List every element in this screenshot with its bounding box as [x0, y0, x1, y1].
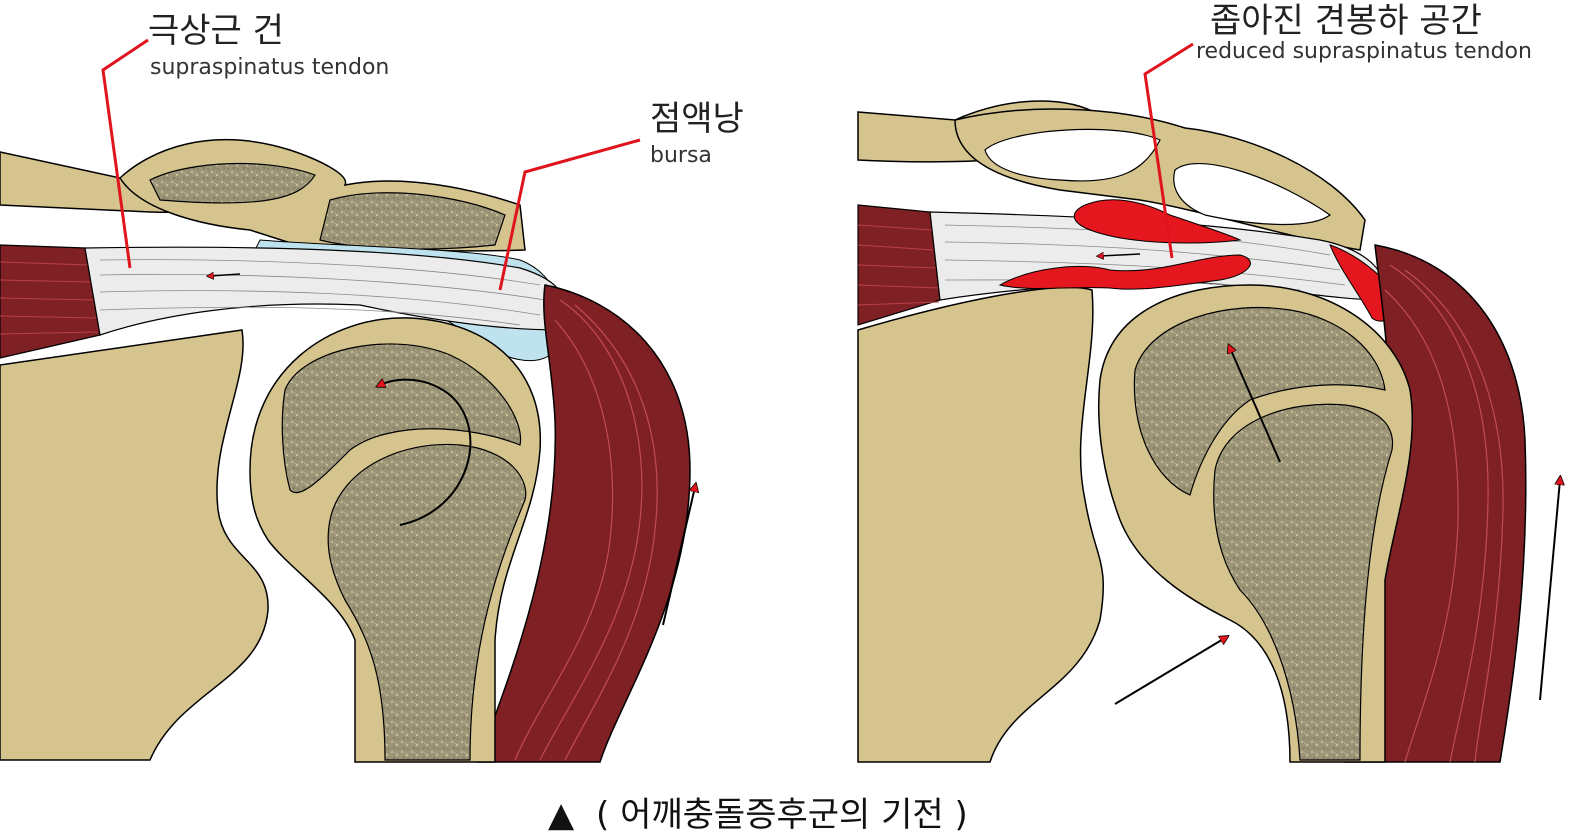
caption-marker: ▲ — [548, 795, 575, 835]
right-leader — [1143, 42, 1194, 259]
left-acromion-marrow — [149, 162, 316, 204]
left-tendon-label-ko: 극상근 건 — [148, 11, 284, 51]
left-supraspinatus-muscle — [0, 244, 101, 359]
left-bursa-leader — [498, 138, 641, 291]
caption: ▲ ( 어깨충돌증후군의 기전 ) — [548, 795, 968, 835]
right-panel: 좁아진 견봉하 공간 reduced supraspinatus tendon — [857, 1, 1566, 763]
caption-text: ( 어깨충돌증후군의 기전 ) — [596, 795, 968, 835]
right-humeral-shaft-marrow — [1213, 403, 1394, 761]
left-humeral-head-marrow — [281, 343, 522, 494]
right-humeral-head-marrow — [1133, 306, 1386, 496]
right-scapula — [857, 286, 1105, 763]
right-label-ko: 좁아진 견봉하 공간 — [1210, 1, 1482, 41]
right-acromion-hollow-2 — [1173, 162, 1332, 226]
left-deltoid — [476, 284, 691, 763]
right-label-en: reduced supraspinatus tendon — [1196, 39, 1532, 64]
left-bursa-label-en: bursa — [650, 143, 712, 168]
right-inflamed-bursa-top — [1073, 199, 1242, 244]
left-tendon-leader — [101, 38, 149, 269]
left-tendon-label-en: supraspinatus tendon — [150, 55, 389, 80]
left-humeral-shaft-marrow — [327, 443, 527, 761]
right-acromion-hollow — [984, 128, 1161, 182]
left-scapula — [0, 329, 269, 761]
left-panel: 극상근 건 supraspinatus tendon 점액낭 bursa — [0, 11, 744, 763]
left-bursa-label-ko: 점액낭 — [650, 99, 744, 139]
right-inflamed-bursa-bottom — [998, 254, 1251, 290]
